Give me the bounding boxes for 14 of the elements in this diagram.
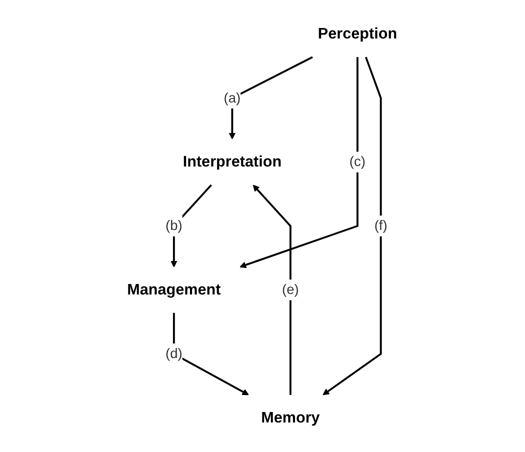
edge-label: (f) [374,216,388,236]
node-label: Interpretation [183,154,282,170]
arrow [173,312,250,396]
edge-label: (e) [282,280,300,300]
arrow [229,56,314,140]
edge-label: (c) [350,152,366,172]
arrow [253,184,292,395]
node-label: Perception [318,26,398,43]
arrow [323,56,382,396]
node-label: Management [128,282,222,298]
arrow [240,57,359,268]
node-label: Memory [262,409,320,426]
arrow [170,184,212,268]
edge-label: (b) [166,216,183,236]
